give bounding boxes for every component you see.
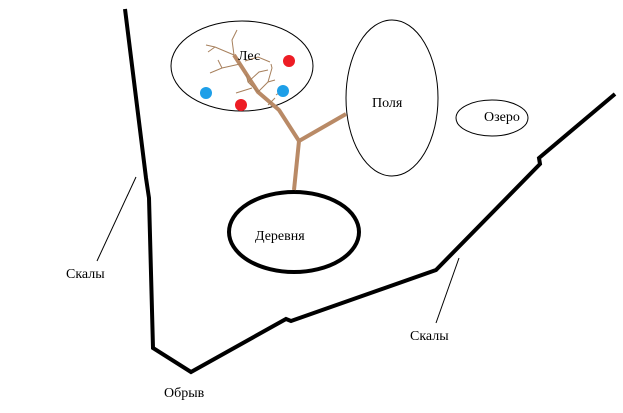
tree-branches bbox=[205, 29, 284, 106]
cliffs-right-label: Скалы bbox=[410, 329, 449, 344]
cliff-outline bbox=[123, 8, 617, 375]
fields-label: Поля bbox=[372, 96, 403, 111]
lake-label: Озеро bbox=[484, 110, 520, 125]
forest-area bbox=[170, 20, 314, 112]
precipice-label: Обрыв bbox=[164, 386, 205, 401]
cliffs-left-pointer bbox=[96, 176, 137, 262]
road-trunk bbox=[232, 53, 301, 143]
village-label: Деревня bbox=[255, 229, 305, 244]
cliffs-right-pointer bbox=[435, 257, 460, 324]
fields-area bbox=[345, 19, 439, 177]
village-area bbox=[227, 190, 361, 274]
red-dot bbox=[235, 99, 247, 111]
lake-area bbox=[455, 99, 529, 137]
blue-dot bbox=[277, 85, 289, 97]
forest-label: Лес bbox=[238, 49, 261, 64]
red-dot bbox=[283, 55, 295, 67]
blue-dot bbox=[200, 87, 212, 99]
road-main bbox=[292, 112, 347, 191]
cliffs-left-label: Скалы bbox=[66, 267, 105, 282]
